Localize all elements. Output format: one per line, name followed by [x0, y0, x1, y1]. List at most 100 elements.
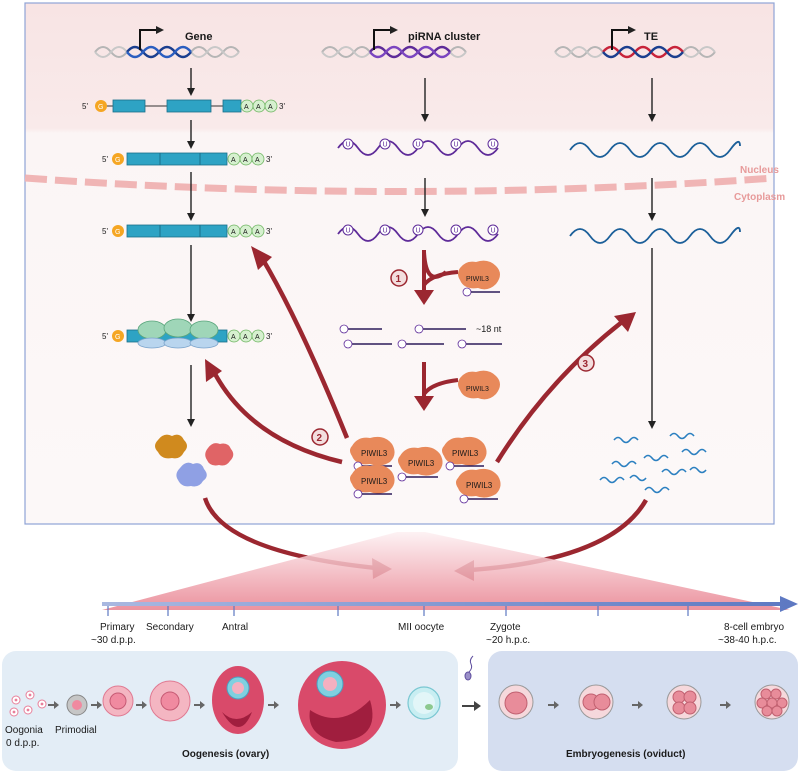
stage-primary-time: ~30 d.p.p.	[91, 635, 136, 646]
embryo-stage-icons	[498, 684, 790, 720]
timeline-labels: Primary ~30 d.p.p. Secondary Antral MII …	[91, 622, 784, 646]
mature-pirnas	[348, 328, 502, 345]
stage-8cell: 8-cell embryo	[724, 622, 784, 633]
oogonia-time: 0 d.p.p.	[6, 738, 39, 749]
step-3-badge	[577, 354, 595, 372]
ribosome-icon	[137, 318, 219, 349]
svg-text:PIWIL3: PIWIL3	[466, 386, 489, 393]
oogonia-label: Oogonia	[5, 725, 43, 736]
embryogenesis-label: Embryogenesis (oviduct)	[566, 749, 685, 760]
stage-primary: Primary	[100, 622, 134, 633]
svg-text:A: A	[243, 229, 248, 236]
piwil3-protein-2: PIWIL3	[458, 370, 500, 400]
stage-8cell-time: ~38-40 h.p.c.	[718, 635, 777, 646]
svg-text:A: A	[231, 157, 236, 164]
svg-text:PIWIL3: PIWIL3	[452, 449, 479, 458]
svg-text:PIWIL3: PIWIL3	[408, 459, 435, 468]
svg-text:3': 3'	[266, 227, 272, 236]
fertilization-arrow	[462, 701, 481, 711]
svg-text:A: A	[244, 104, 249, 111]
timeline-ticks	[107, 606, 689, 616]
pirna-cluster-dna-helix	[321, 45, 467, 59]
svg-text:PIWIL3: PIWIL3	[466, 481, 493, 490]
gene-promoter-arrow	[139, 26, 164, 50]
svg-text:5': 5'	[82, 102, 88, 111]
svg-text:3': 3'	[279, 102, 285, 111]
te-transcript-nucleus	[569, 140, 741, 158]
svg-text:G: G	[115, 157, 120, 164]
svg-text:U: U	[416, 228, 421, 235]
embryogenesis-panel	[488, 651, 798, 771]
nuclear-membrane	[24, 174, 775, 195]
cell-panel	[24, 2, 775, 525]
svg-text:A: A	[256, 104, 261, 111]
sperm-icon	[458, 655, 482, 684]
svg-text:5': 5'	[102, 227, 108, 236]
svg-text:G: G	[98, 104, 103, 111]
pirna-promoter-arrow	[373, 26, 398, 50]
svg-text:U: U	[346, 142, 351, 149]
stage-antral: Antral	[222, 622, 248, 633]
svg-text:U: U	[416, 142, 421, 149]
svg-text:A: A	[268, 104, 273, 111]
svg-text:U: U	[383, 142, 388, 149]
svg-text:1: 1	[396, 274, 402, 285]
svg-text:A: A	[255, 229, 260, 236]
te-transcript-cytoplasm	[569, 226, 741, 244]
gene-dna-helix	[94, 45, 240, 59]
primodial-label: Primodial	[55, 725, 97, 736]
svg-text:A: A	[243, 334, 248, 341]
follicle-growth-icons	[102, 661, 441, 749]
svg-text:U: U	[491, 228, 496, 235]
stage-zygote: Zygote	[490, 622, 521, 633]
stage-mii-oocyte: MII oocyte	[398, 622, 445, 633]
timeline-axis	[102, 596, 798, 612]
piwil3-protein-1: PIWIL3	[458, 260, 500, 297]
stage-secondary: Secondary	[146, 622, 194, 633]
svg-text:U: U	[454, 142, 459, 149]
gene-label: Gene	[185, 31, 213, 43]
te-degraded-fragments	[599, 432, 707, 494]
svg-text:A: A	[231, 334, 236, 341]
te-promoter-arrow	[611, 26, 636, 50]
mrna-cytoplasm: 5' G A A A 3'	[102, 224, 272, 238]
stage-zygote-time: ~20 h.p.c.	[486, 635, 530, 646]
svg-text:U: U	[383, 228, 388, 235]
embryogenesis-arrows	[548, 701, 731, 709]
oogenesis-arrows	[48, 701, 401, 709]
step-2-badge	[311, 428, 329, 446]
svg-text:3: 3	[583, 359, 589, 370]
svg-text:PIWIL3: PIWIL3	[466, 276, 489, 283]
svg-text:PIWIL3: PIWIL3	[361, 449, 388, 458]
pirna-cluster-label: piRNA cluster	[408, 31, 481, 43]
timeline-funnel	[102, 532, 790, 610]
pirna-length-label: ~18 nt	[476, 324, 502, 334]
svg-text:PIWIL3: PIWIL3	[361, 477, 388, 486]
svg-text:2: 2	[317, 433, 323, 444]
svg-text:A: A	[243, 157, 248, 164]
te-dna-helix	[554, 45, 716, 59]
svg-text:G: G	[115, 334, 120, 341]
svg-text:A: A	[231, 229, 236, 236]
cytoplasm-label: Cytoplasm	[734, 192, 785, 203]
svg-text:U: U	[454, 228, 459, 235]
oogenesis-label: Oogenesis (ovary)	[182, 749, 269, 760]
svg-text:A: A	[255, 157, 260, 164]
pre-mrna: 5' G A A A 3'	[82, 99, 285, 113]
svg-text:5': 5'	[102, 332, 108, 341]
svg-text:3': 3'	[266, 332, 272, 341]
translating-mrna: 5' G A A A 3'	[102, 318, 272, 349]
svg-text:A: A	[255, 334, 260, 341]
nucleus-label: Nucleus	[740, 165, 779, 176]
protein-blobs-icon	[155, 434, 234, 487]
piwil3-pirna-complexes: PIWIL3 PIWIL3 PIWIL3 PIWIL3 PIWIL3	[350, 436, 501, 504]
svg-text:3': 3'	[266, 155, 272, 164]
mature-mrna-nucleus: 5' G A A A 3'	[102, 152, 272, 166]
svg-text:U: U	[491, 142, 496, 149]
svg-text:G: G	[115, 229, 120, 236]
svg-text:U: U	[346, 228, 351, 235]
svg-text:5': 5'	[102, 155, 108, 164]
